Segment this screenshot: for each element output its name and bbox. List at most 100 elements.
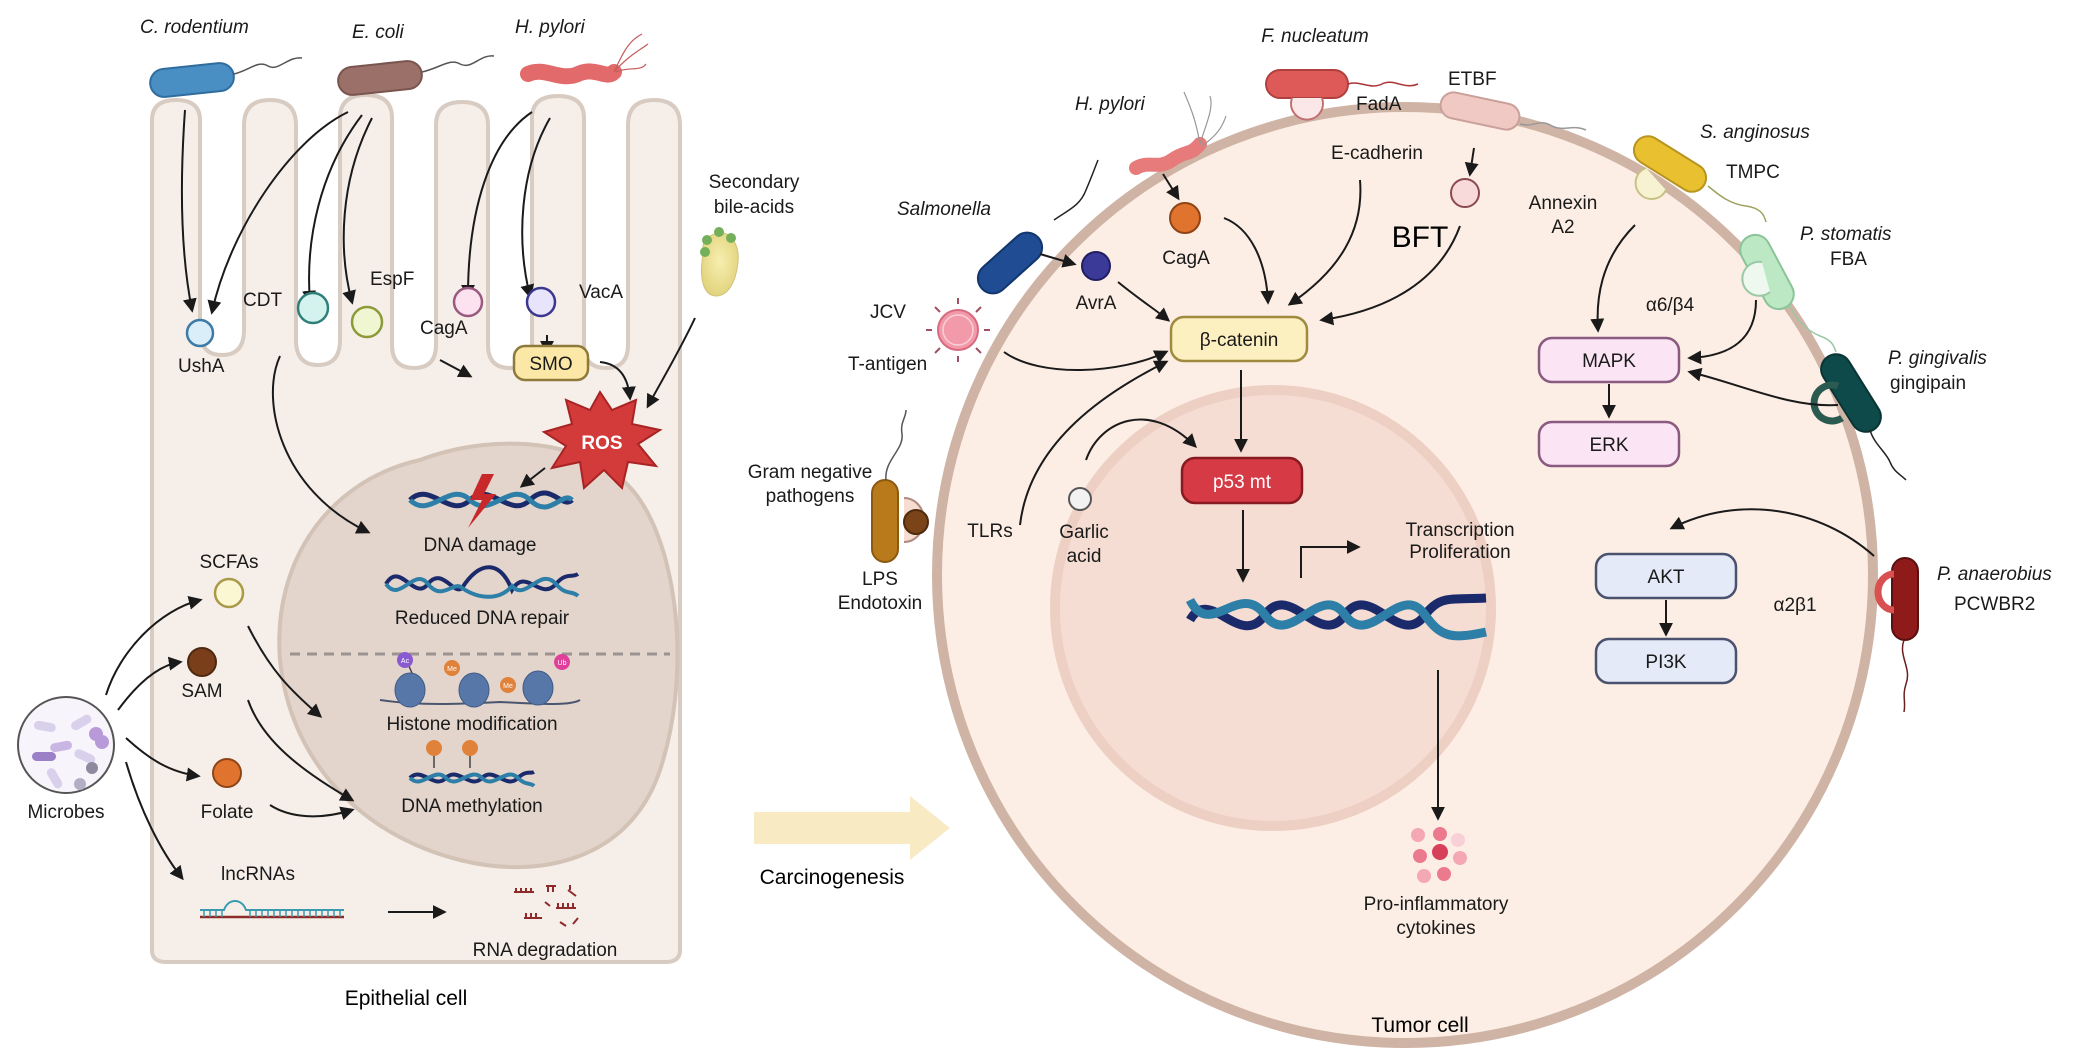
label-endotoxin: Endotoxin xyxy=(838,593,923,614)
factor-caga-left: CagA xyxy=(420,286,484,339)
histone-modification-icon: Ac Me Me Ub xyxy=(379,652,581,708)
label-scfas: SCFAs xyxy=(199,552,258,573)
label-bft: BFT xyxy=(1392,221,1449,254)
label-avra: AvrA xyxy=(1076,293,1117,314)
dna-methylation-icon xyxy=(408,740,536,788)
lncrna: lncRNAs xyxy=(200,864,447,919)
label-pcwbr2: PCWBR2 xyxy=(1954,594,2035,615)
label-dna-methylation: DNA methylation xyxy=(401,796,543,817)
bacterium-salmonella: Salmonella xyxy=(897,159,1099,295)
label-smo: SMO xyxy=(529,354,572,375)
bacterium-p-anaerobius: P. anaerobius PCWBR2 xyxy=(1874,557,2052,713)
label-beta-catenin: β-catenin xyxy=(1200,330,1279,351)
label-akt: AKT xyxy=(1648,567,1685,588)
mark-ac: Ac xyxy=(401,658,410,665)
factor-bft: BFT xyxy=(1392,178,1480,254)
label-caga-right: CagA xyxy=(1162,248,1210,269)
label-transcription: Transcription xyxy=(1405,520,1514,541)
rna-degradation-icon xyxy=(514,885,579,927)
label-p-anaerobius: P. anaerobius xyxy=(1937,564,2052,585)
label-rna-degradation: RNA degradation xyxy=(473,940,618,961)
label-jcv: JCV xyxy=(870,302,906,323)
label-h-pylori-right: H. pylori xyxy=(1075,94,1145,115)
bacterium-h-pylori-left: H. pylori xyxy=(515,17,649,85)
label-e-coli: E. coli xyxy=(352,22,405,43)
label-pro-inflammatory: Pro-inflammatory xyxy=(1364,894,1509,915)
label-gram-negative-1: Gram negative xyxy=(748,462,873,483)
carcinogenesis-arrow xyxy=(754,796,950,860)
metabolite-scfas: SCFAs xyxy=(199,552,259,609)
label-a6b4: α6/β4 xyxy=(1646,295,1695,316)
virus-jcv: JCV T-antigen xyxy=(848,298,990,375)
dna-damage-icon xyxy=(408,474,574,528)
ros-burst: ROS xyxy=(541,390,663,490)
label-salmonella: Salmonella xyxy=(897,199,991,220)
label-caga-left: CagA xyxy=(420,318,468,339)
label-c-rodentium: C. rodentium xyxy=(140,17,249,38)
label-fada: FadA xyxy=(1356,94,1402,115)
label-bile-1: Secondary xyxy=(709,172,800,193)
carcinogenesis-label: Carcinogenesis xyxy=(760,866,905,889)
bacterium-p-gingivalis: P. gingivalis gingipain xyxy=(1810,348,1987,481)
tumor-cell-title: Tumor cell xyxy=(1371,1014,1468,1037)
box-erk: ERK xyxy=(1537,420,1681,468)
label-a2b1: α2β1 xyxy=(1773,595,1816,616)
label-e-cadherin: E-cadherin xyxy=(1331,143,1423,164)
box-akt: AKT xyxy=(1594,552,1738,600)
cytokines-icon xyxy=(1411,827,1467,883)
mark-me-1: Me xyxy=(447,666,457,673)
box-mapk: MAPK xyxy=(1537,336,1681,384)
label-s-anginosus: S. anginosus xyxy=(1700,122,1810,143)
label-p53: p53 mt xyxy=(1213,472,1272,493)
bacterium-e-coli: E. coli xyxy=(337,22,495,96)
label-lncrnas: lncRNAs xyxy=(221,864,295,885)
label-p-stomatis: P. stomatis xyxy=(1800,224,1892,245)
label-reduced-dna-repair: Reduced DNA repair xyxy=(395,608,570,629)
box-beta-catenin: β-catenin xyxy=(1169,315,1309,363)
mark-ub: Ub xyxy=(558,660,567,667)
label-garlic: Garlic xyxy=(1059,522,1109,543)
label-bile-2: bile-acids xyxy=(714,197,794,218)
metabolite-folate: Folate xyxy=(201,758,253,823)
factor-caga-right: CagA xyxy=(1162,202,1210,269)
label-tlrs: TLRs xyxy=(967,521,1012,542)
metabolite-sam: SAM xyxy=(181,647,223,702)
microbes-icon xyxy=(17,696,115,794)
mark-me-2: Me xyxy=(503,683,513,690)
label-vaca: VacA xyxy=(579,282,623,303)
label-gingipain: gingipain xyxy=(1890,373,1966,394)
bacterium-f-nucleatum: F. nucleatum FadA xyxy=(1261,26,1419,121)
label-proliferation: Proliferation xyxy=(1409,542,1510,563)
tumor-dna-icon xyxy=(1185,593,1487,641)
factor-avra: AvrA xyxy=(1076,251,1117,314)
label-etbf: ETBF xyxy=(1448,69,1497,90)
label-garlic-acid: acid xyxy=(1067,546,1102,567)
bacterium-c-rodentium: C. rodentium xyxy=(140,17,303,98)
bacterium-h-pylori-right: H. pylori xyxy=(1075,91,1227,175)
epithelial-cell-title: Epithelial cell xyxy=(345,987,468,1010)
factor-usha: UshA xyxy=(178,318,225,377)
label-mapk: MAPK xyxy=(1582,351,1636,372)
label-annexin-a2: A2 xyxy=(1551,217,1574,238)
secondary-bile-acids: Secondary bile-acids xyxy=(700,172,800,297)
label-pi3k: PI3K xyxy=(1645,652,1687,673)
label-annexin: Annexin xyxy=(1529,193,1598,214)
tumor-arrows xyxy=(1003,147,1875,821)
factor-espf: EspF xyxy=(350,269,414,339)
box-pi3k: PI3K xyxy=(1594,637,1738,685)
label-dna-damage: DNA damage xyxy=(423,535,536,556)
label-tmpc: TMPC xyxy=(1726,162,1780,183)
label-cytokines: cytokines xyxy=(1396,918,1475,939)
label-ros: ROS xyxy=(581,433,622,454)
label-erk: ERK xyxy=(1589,435,1628,456)
box-smo: SMO xyxy=(512,344,590,382)
bacterium-etbf: ETBF xyxy=(1439,69,1587,131)
label-p-gingivalis: P. gingivalis xyxy=(1888,348,1987,369)
label-espf: EspF xyxy=(370,269,414,290)
label-usha: UshA xyxy=(178,356,225,377)
box-p53: p53 mt xyxy=(1180,456,1304,505)
label-cdt: CDT xyxy=(243,290,282,311)
reduced-dna-repair-icon xyxy=(384,565,580,599)
epithelial-cell xyxy=(150,92,682,964)
